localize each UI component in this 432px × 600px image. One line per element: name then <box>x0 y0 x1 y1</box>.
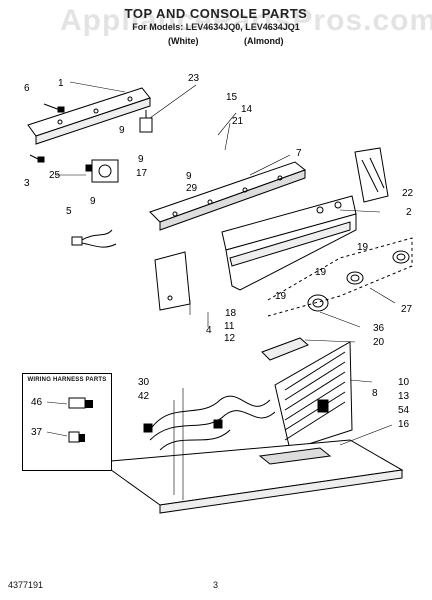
page-number: 3 <box>213 580 219 590</box>
watermark: AppliancePartsPros.com <box>60 4 432 37</box>
clip-part <box>139 110 153 133</box>
callout-5: 5 <box>66 206 72 217</box>
knob-part <box>346 271 364 285</box>
callout-54: 54 <box>398 405 410 416</box>
callout-16: 16 <box>398 419 410 430</box>
legend-title: WIRING HARNESS PARTS <box>27 377 107 383</box>
callout-23: 23 <box>188 73 200 84</box>
callout-9: 9 <box>119 125 125 136</box>
page-title: TOP AND CONSOLE PARTS <box>124 6 308 21</box>
page-header: AppliancePartsPros.com TOP AND CONSOLE P… <box>0 0 432 62</box>
screw-part <box>43 103 65 113</box>
callout-15: 15 <box>226 92 238 103</box>
callout-9: 9 <box>90 196 96 207</box>
leader-lines <box>55 81 396 500</box>
callout-9: 9 <box>186 171 192 182</box>
callout-22: 22 <box>402 188 414 199</box>
legend-parts: 46 37 <box>31 397 93 443</box>
callout-8: 8 <box>372 388 378 399</box>
small-harness-part <box>71 229 117 248</box>
connector-46-part <box>68 397 93 409</box>
main-harness-part <box>143 395 276 451</box>
end-cap-part <box>354 147 389 203</box>
timer-part <box>85 159 119 183</box>
end-cap-part <box>154 251 191 311</box>
callout-7: 7 <box>296 148 302 159</box>
top-panel-part <box>98 439 404 514</box>
callout-30: 30 <box>138 377 150 388</box>
screw-part <box>29 154 45 163</box>
callout-6: 6 <box>24 83 30 94</box>
callout-29: 29 <box>186 183 198 194</box>
rear-bracket-part <box>27 87 151 145</box>
callout-20: 20 <box>373 337 385 348</box>
callout-2: 2 <box>406 207 412 218</box>
callout-27: 27 <box>401 304 413 315</box>
callout-9: 9 <box>138 154 144 165</box>
console-part <box>221 195 357 291</box>
knob-group-outline <box>267 237 413 317</box>
switch-part <box>317 399 329 413</box>
callout-19: 19 <box>315 267 327 278</box>
knob-part <box>392 250 410 264</box>
document-number: 4377191 <box>8 580 44 590</box>
callout-4: 4 <box>206 325 212 336</box>
callout-3: 3 <box>24 178 30 189</box>
callout-18: 18 <box>225 308 237 319</box>
callout-19: 19 <box>275 291 287 302</box>
legend-item-46: 46 <box>31 397 43 408</box>
legend-item-37: 37 <box>31 427 43 438</box>
callout-25: 25 <box>49 170 61 181</box>
callout-21: 21 <box>232 116 244 127</box>
callout-14: 14 <box>241 104 253 115</box>
callout-36: 36 <box>373 323 385 334</box>
color-almond-label: (Almond) <box>244 36 284 46</box>
knob-part <box>307 294 329 312</box>
callout-19: 19 <box>357 242 369 253</box>
lint-door-part <box>261 337 309 361</box>
wiring-harness-legend: WIRING HARNESS PARTS 46 37 <box>22 373 112 471</box>
callout-11: 11 <box>224 321 235 332</box>
control-panel-part <box>149 161 307 231</box>
callout-17: 17 <box>136 168 148 179</box>
callout-42: 42 <box>138 391 150 402</box>
callout-12: 12 <box>224 333 236 344</box>
connector-37-part <box>68 431 85 443</box>
lint-filter-part <box>274 341 353 451</box>
callout-13: 13 <box>398 391 410 402</box>
callout-1: 1 <box>58 78 64 89</box>
callout-10: 10 <box>398 377 410 388</box>
color-white-label: (White) <box>168 36 199 46</box>
model-line: For Models: LEV4634JQ0, LEV4634JQ1 <box>132 22 300 32</box>
